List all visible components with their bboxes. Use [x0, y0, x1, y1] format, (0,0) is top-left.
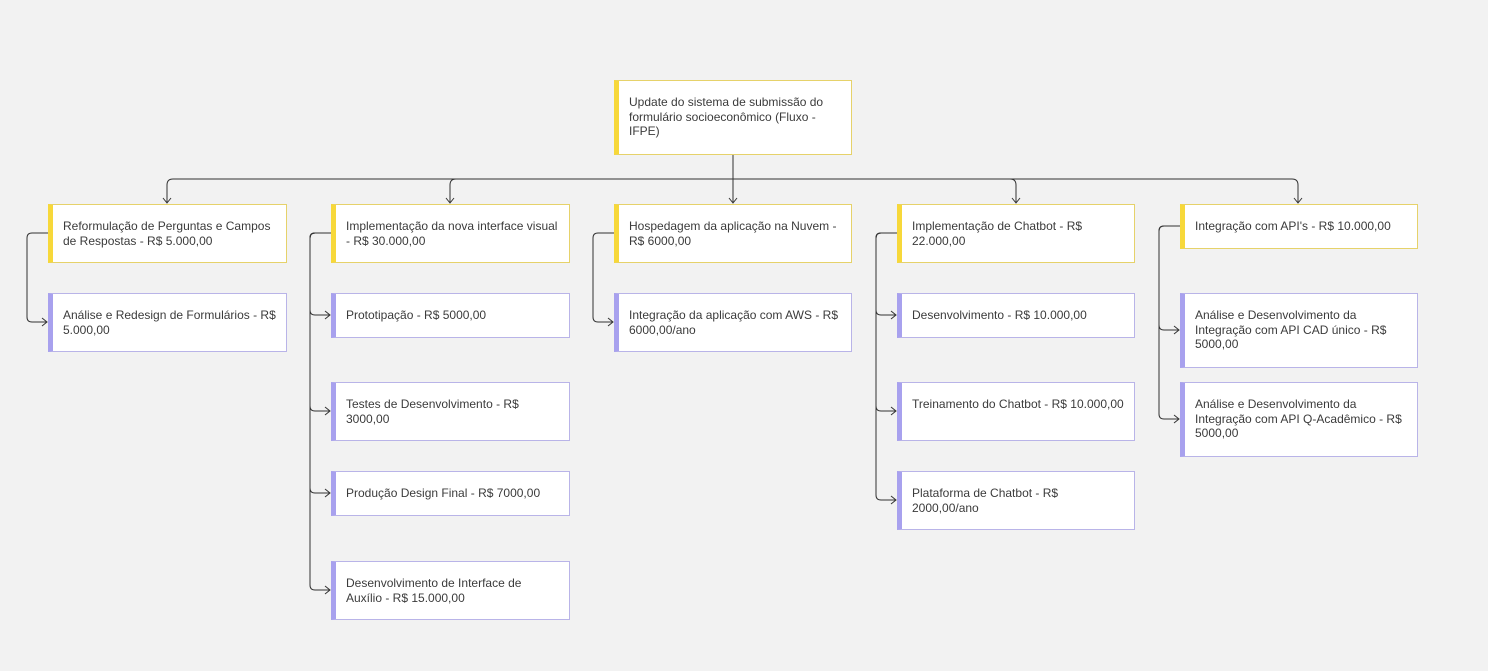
arrowhead-icon [890, 310, 897, 320]
child-node[interactable]: Desenvolvimento de Interface de Auxílio … [331, 561, 570, 620]
child-connector-line [1158, 225, 1180, 331]
arrowhead-icon [324, 585, 331, 595]
child-connector-line [309, 232, 331, 316]
child-node-label: Produção Design Final - R$ 7000,00 [346, 486, 541, 500]
child-connector-line [309, 232, 331, 494]
arrowhead-icon [1173, 325, 1180, 335]
arrowhead-icon [445, 197, 455, 204]
child-node[interactable]: Integração da aplicação com AWS - R$ 600… [614, 293, 852, 352]
child-node-label: Análise e Desenvolvimento da Integração … [1195, 308, 1387, 351]
branch-node-apis[interactable]: Integração com API's - R$ 10.000,00 [1180, 204, 1418, 249]
child-connector-line [309, 232, 331, 591]
child-connector-line [26, 232, 48, 323]
arrowhead-icon [41, 317, 48, 327]
arrowhead-icon [162, 197, 172, 204]
branch-node-label: Integração com API's - R$ 10.000,00 [1195, 219, 1391, 233]
child-node-label: Análise e Desenvolvimento da Integração … [1195, 397, 1402, 440]
child-connector-line [1158, 225, 1180, 420]
branch-node-questions[interactable]: Reformulação de Perguntas e Campos de Re… [48, 204, 287, 263]
child-node-label: Desenvolvimento de Interface de Auxílio … [346, 576, 522, 605]
arrowhead-icon [607, 317, 614, 327]
root-node[interactable]: Update do sistema de submissão do formul… [614, 80, 852, 155]
child-node[interactable]: Desenvolvimento - R$ 10.000,00 [897, 293, 1135, 338]
child-node[interactable]: Prototipação - R$ 5000,00 [331, 293, 570, 338]
child-connector-line [309, 232, 331, 412]
branch-node-chatbot[interactable]: Implementação de Chatbot - R$ 22.000,00 [897, 204, 1135, 263]
branch-connector-line [733, 178, 1299, 203]
branch-node-interface[interactable]: Implementação da nova interface visual -… [331, 204, 570, 263]
child-node[interactable]: Plataforma de Chatbot - R$ 2000,00/ano [897, 471, 1135, 530]
child-node-label: Prototipação - R$ 5000,00 [346, 308, 487, 322]
child-node[interactable]: Análise e Desenvolvimento da Integração … [1180, 293, 1418, 368]
child-node[interactable]: Testes de Desenvolvimento - R$ 3000,00 [331, 382, 570, 441]
arrowhead-icon [324, 488, 331, 498]
branch-node-label: Reformulação de Perguntas e Campos de Re… [63, 219, 271, 248]
branch-connector-line [166, 178, 733, 203]
branch-node-label: Implementação da nova interface visual -… [346, 219, 558, 248]
branch-connector-line [449, 178, 733, 203]
arrowhead-icon [728, 197, 738, 204]
branch-node-hosting[interactable]: Hospedagem da aplicação na Nuvem - R$ 60… [614, 204, 852, 263]
child-connector-line [875, 232, 897, 316]
child-connector-line [592, 232, 614, 323]
branch-connector-line [733, 178, 1017, 203]
arrowhead-icon [324, 310, 331, 320]
root-node-label: Update do sistema de submissão do formul… [629, 95, 824, 138]
child-node-label: Análise e Redesign de Formulários - R$ 5… [63, 308, 276, 337]
child-node-label: Treinamento do Chatbot - R$ 10.000,00 [912, 397, 1124, 411]
child-node-label: Integração da aplicação com AWS - R$ 600… [629, 308, 838, 337]
arrowhead-icon [324, 406, 331, 416]
child-node-label: Plataforma de Chatbot - R$ 2000,00/ano [912, 486, 1059, 515]
child-node[interactable]: Produção Design Final - R$ 7000,00 [331, 471, 570, 516]
branch-node-label: Implementação de Chatbot - R$ 22.000,00 [912, 219, 1083, 248]
child-connector-line [875, 232, 897, 412]
child-node-label: Testes de Desenvolvimento - R$ 3000,00 [346, 397, 519, 426]
arrowhead-icon [1011, 197, 1021, 204]
child-node[interactable]: Treinamento do Chatbot - R$ 10.000,00 [897, 382, 1135, 441]
child-node[interactable]: Análise e Redesign de Formulários - R$ 5… [48, 293, 287, 352]
child-node[interactable]: Análise e Desenvolvimento da Integração … [1180, 382, 1418, 457]
branch-node-label: Hospedagem da aplicação na Nuvem - R$ 60… [629, 219, 837, 248]
arrowhead-icon [890, 406, 897, 416]
arrowhead-icon [1173, 414, 1180, 424]
child-node-label: Desenvolvimento - R$ 10.000,00 [912, 308, 1087, 322]
child-connector-line [875, 232, 897, 501]
arrowhead-icon [1293, 197, 1303, 204]
arrowhead-icon [890, 495, 897, 505]
